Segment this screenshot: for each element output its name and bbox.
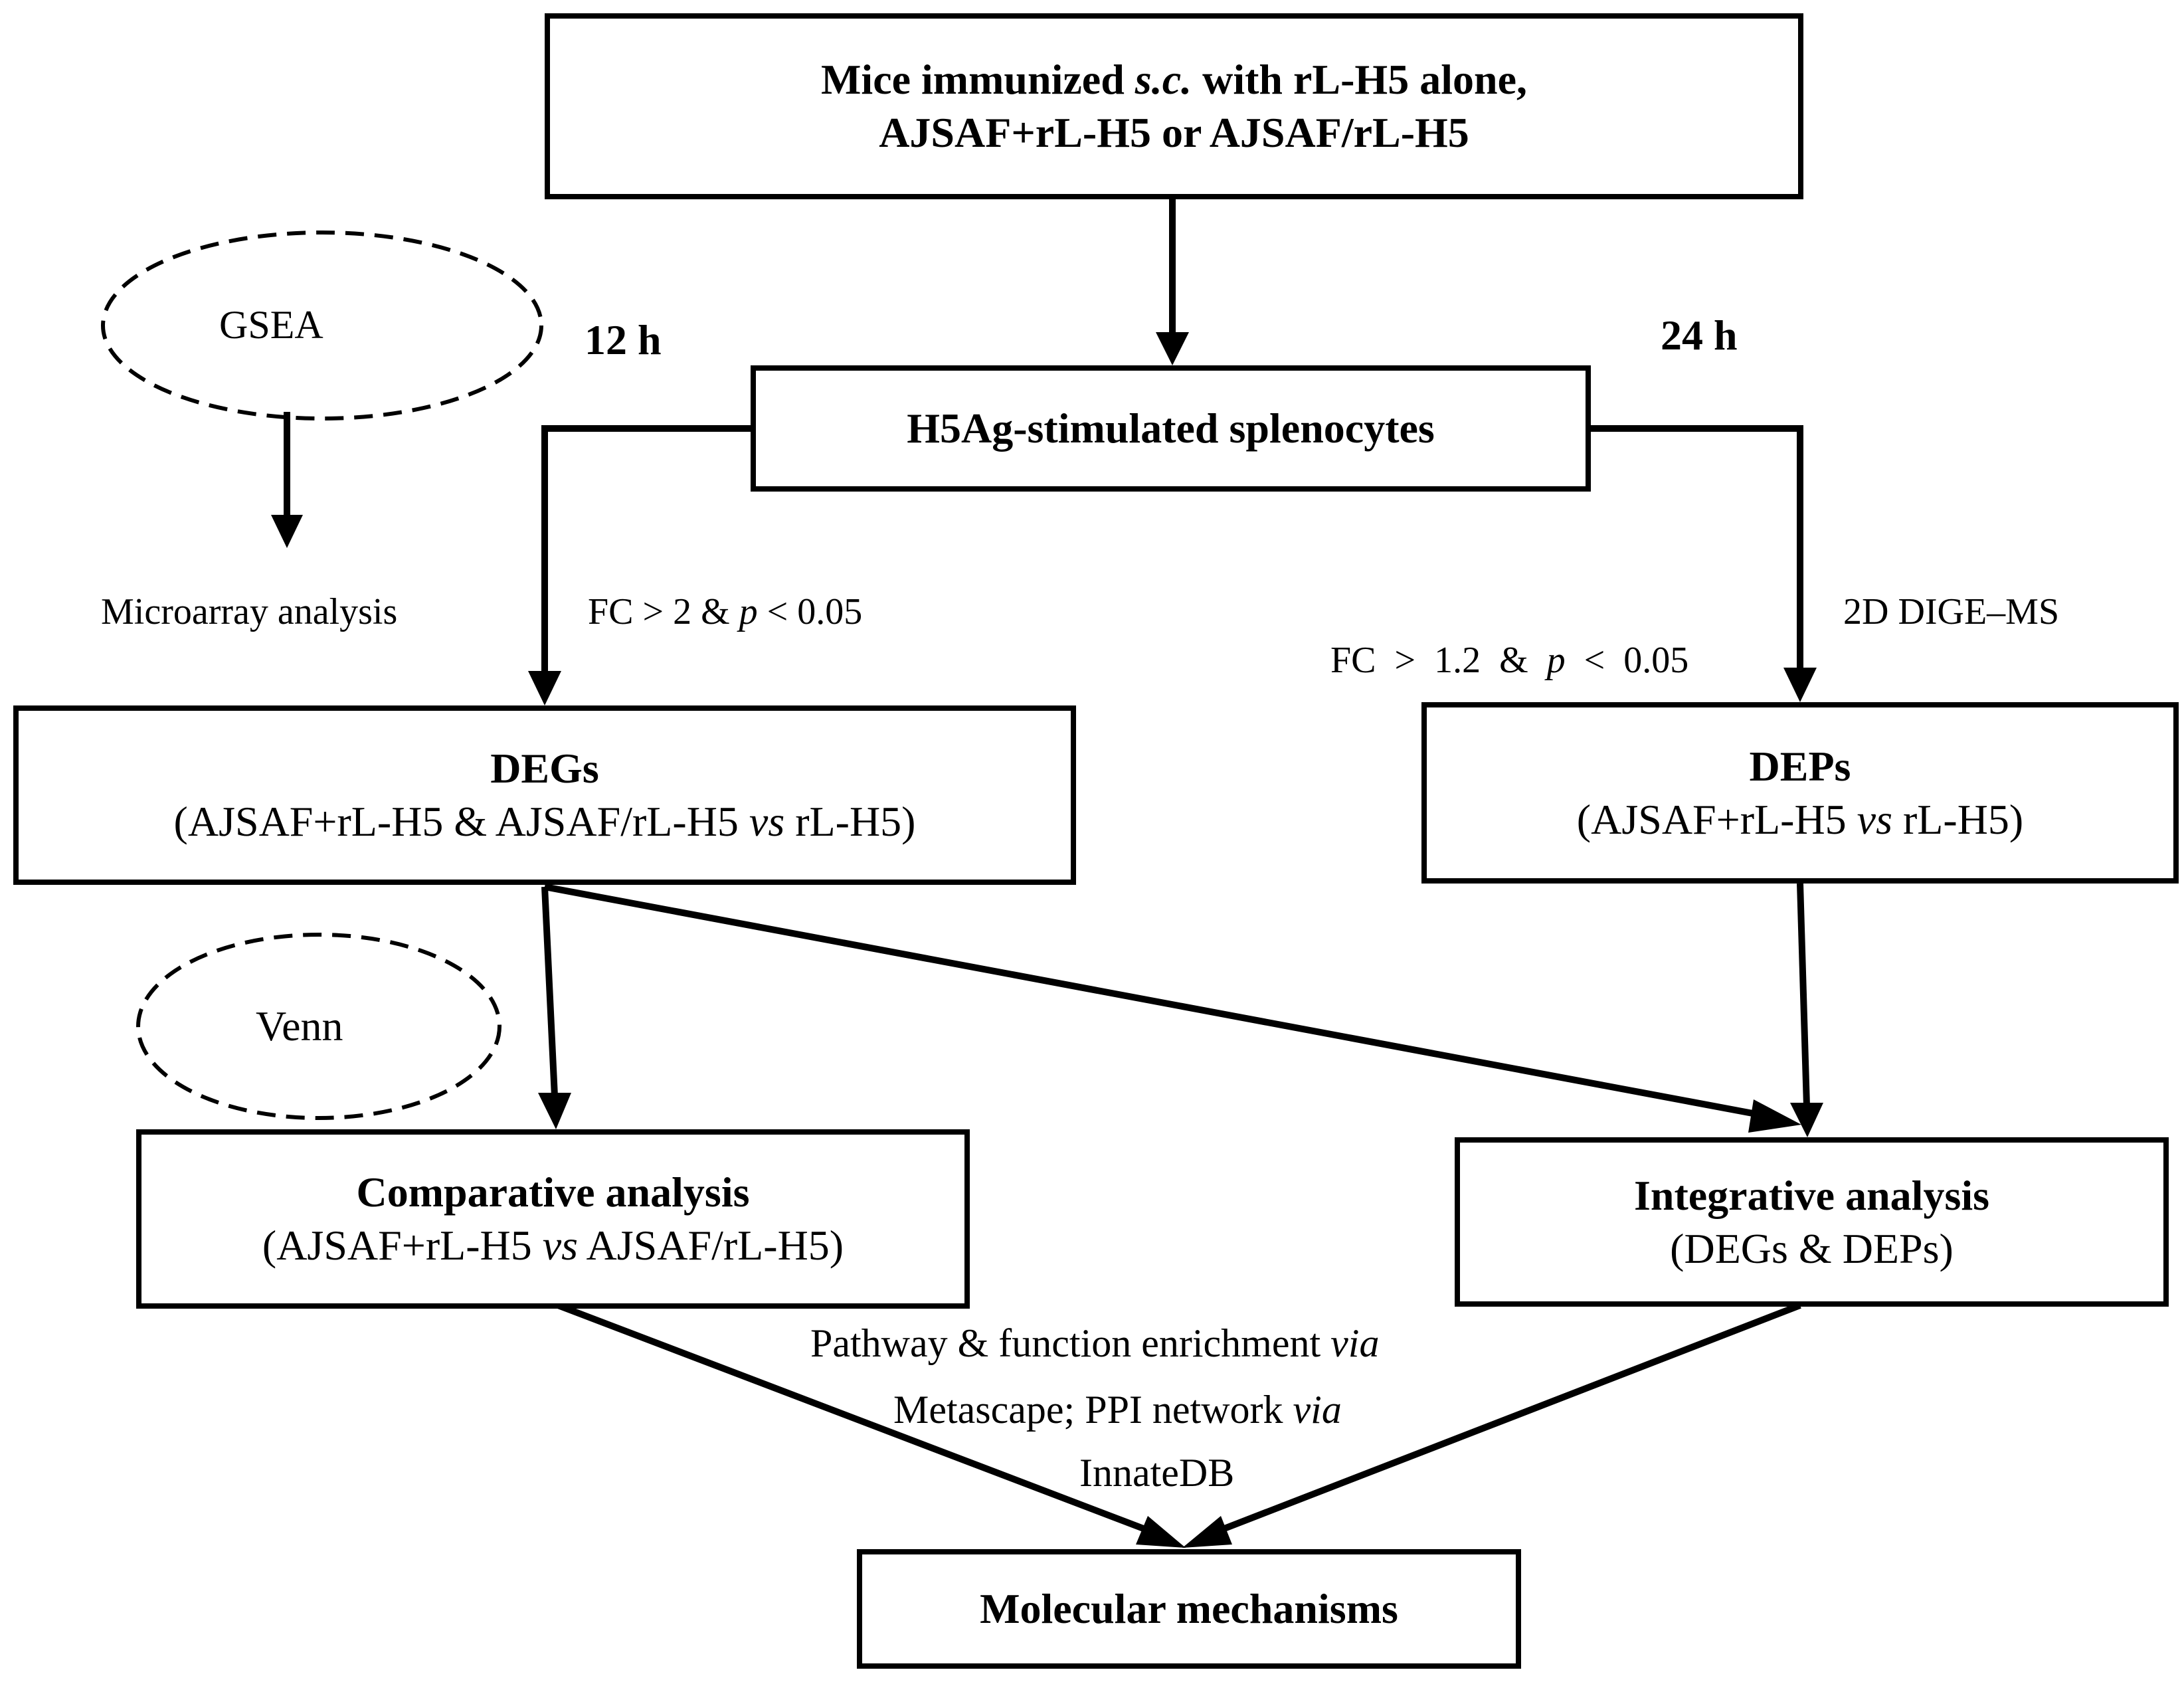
arrowhead-splenocytes: [1156, 332, 1189, 365]
fc-right-a: FC > 1.2 &: [1330, 639, 1547, 681]
arrowhead-comparative: [538, 1093, 571, 1129]
deps-sub-a: (AJSAF+rL-H5: [1576, 795, 1857, 843]
fc-right-b: < 0.05: [1565, 639, 1689, 681]
comparative-title: Comparative analysis: [356, 1168, 750, 1216]
deps-sub-italic: vs: [1857, 795, 1892, 843]
arrow-integrative-to-molecular: [1208, 1302, 1801, 1538]
time-24h-label: 24 h: [1661, 312, 1738, 359]
comparative-sub-a: (AJSAF+rL-H5: [262, 1222, 543, 1269]
arrow-splenocytes-to-degs: [541, 425, 751, 674]
immunized-text-b: with rL-H5 alone,: [1192, 56, 1527, 103]
dige-label: 2D DIGE–MS: [1843, 591, 2060, 632]
comparative-sub-italic: vs: [542, 1222, 579, 1269]
arrow-degs-to-integrative: [544, 884, 1768, 1119]
comparative-sub-b: AJSAF/rL-H5): [578, 1222, 844, 1269]
degs-sub-italic: vs: [749, 798, 785, 845]
venn-ellipse: [136, 933, 501, 1120]
fc-left-a: FC > 2 &: [588, 591, 739, 632]
splenocytes-label: H5Ag-stimulated splenocytes: [907, 405, 1435, 452]
enrich-1-a: Pathway & function enrichment: [810, 1321, 1331, 1365]
enrichment-line3: InnateDB: [1079, 1451, 1235, 1495]
immunized-box: Mice immunized s.c. with rL-H5 alone, AJ…: [545, 13, 1803, 199]
fc-left-italic: p: [739, 591, 758, 632]
arrow-degs-to-comparative: [541, 886, 558, 1097]
comparative-subtitle: (AJSAF+rL-H5 vs AJSAF/rL-H5): [262, 1219, 844, 1272]
microarray-label: Microarray analysis: [101, 591, 398, 632]
enrichment-line2: Metascape; PPI network via: [893, 1385, 1342, 1435]
arrowhead-molecular-left: [1136, 1516, 1186, 1548]
arrow-deps-to-integrative: [1797, 883, 1810, 1107]
comparative-box: Comparative analysis (AJSAF+rL-H5 vs AJS…: [136, 1129, 970, 1309]
fc-left-label: FC > 2 & p < 0.05: [588, 588, 862, 636]
degs-box: DEGs (AJSAF+rL-H5 & AJSAF/rL-H5 vs rL-H5…: [13, 705, 1076, 885]
venn-label: Venn: [256, 1002, 343, 1050]
integrative-title: Integrative analysis: [1633, 1171, 1990, 1219]
arrowhead-deps: [1783, 668, 1817, 702]
enrich-1-italic: via: [1330, 1321, 1380, 1365]
molecular-box: Molecular mechanisms: [857, 1549, 1521, 1669]
fc-left-b: < 0.05: [757, 591, 863, 632]
gsea-label: GSEA: [219, 303, 323, 347]
arrowhead-integrative-diag: [1748, 1099, 1801, 1133]
arrow-comparative-to-molecular: [557, 1302, 1160, 1538]
time-12h-label: 12 h: [585, 316, 662, 363]
degs-title: DEGs: [490, 745, 599, 792]
arrowhead-degs: [528, 671, 561, 705]
integrative-box: Integrative analysis (DEGs & DEPs): [1455, 1137, 2169, 1307]
immunized-line1: Mice immunized s.c. with rL-H5 alone,: [821, 53, 1527, 106]
deps-title: DEPs: [1749, 742, 1851, 790]
molecular-label: Molecular mechanisms: [980, 1585, 1398, 1632]
deps-subtitle: (AJSAF+rL-H5 vs rL-H5): [1577, 793, 2023, 846]
deps-sub-b: rL-H5): [1892, 795, 2024, 843]
integrative-subtitle: (DEGs & DEPs): [1670, 1224, 1954, 1272]
arrowhead-integrative: [1790, 1103, 1823, 1137]
enrich-2-a: Metascape; PPI network: [893, 1388, 1293, 1432]
fc-right-italic: p: [1546, 639, 1566, 681]
splenocytes-box: H5Ag-stimulated splenocytes: [751, 365, 1591, 492]
immunized-text-a: Mice immunized: [821, 56, 1135, 103]
gsea-ellipse: [101, 231, 543, 420]
fc-right-label: FC > 1.2 & p < 0.05: [1312, 588, 1688, 685]
arrowhead-molecular-right: [1182, 1516, 1232, 1548]
deps-box: DEPs (AJSAF+rL-H5 vs rL-H5): [1421, 702, 2179, 884]
degs-subtitle: (AJSAF+rL-H5 & AJSAF/rL-H5 vs rL-H5): [174, 795, 916, 848]
arrowhead-microarray: [271, 515, 303, 548]
enrichment-line1: Pathway & function enrichment via: [810, 1319, 1379, 1368]
immunized-text-italic: s.c.: [1135, 56, 1192, 103]
enrich-2-italic: via: [1293, 1388, 1342, 1432]
arrow-splenocytes-to-deps: [1591, 425, 1803, 671]
degs-sub-b: rL-H5): [784, 798, 916, 845]
degs-sub-a: (AJSAF+rL-H5 & AJSAF/rL-H5: [173, 798, 749, 845]
immunized-line2: AJSAF+rL-H5 or AJSAF/rL-H5: [879, 109, 1469, 156]
